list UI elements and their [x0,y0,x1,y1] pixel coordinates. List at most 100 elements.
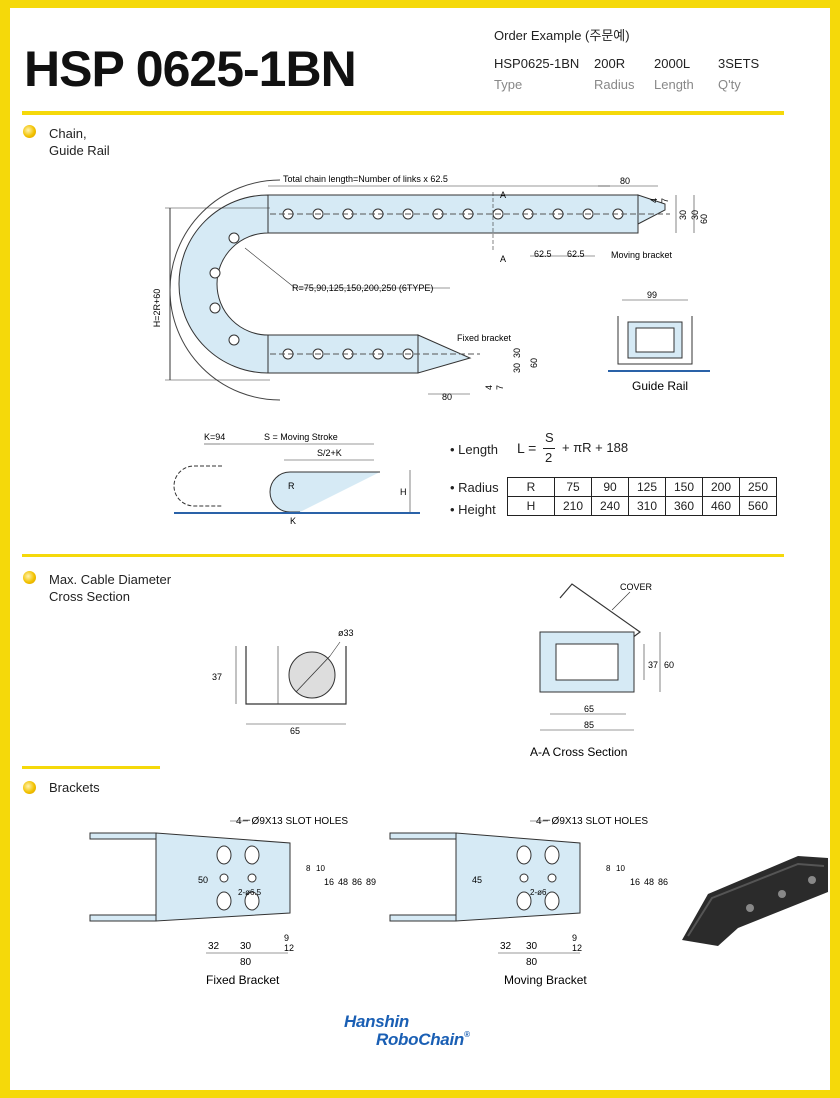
fixed-bracket-drawing: 4－Ø9X13 SLOT HOLES 50 2-ø6.5 8 10 16 48 … [89,816,376,987]
table-cell: 150 [665,477,703,497]
order-type-label: Type [494,77,523,92]
order-length-value: 2000L [654,56,691,71]
fb-holes-label: 4－Ø9X13 SLOT HOLES [236,816,348,827]
section-mark-a-bottom: A [500,254,506,264]
cs-h37: 37 [648,660,658,670]
fb-holes-small: 2-ø6.5 [238,888,262,897]
mb-d9: 9 [572,933,577,943]
section-title-chain: Chain, Guide Rail [49,126,110,158]
cable-w65: 65 [290,726,300,735]
formula-tail: + πR + 188 [562,440,629,455]
dim-4-top: 4 [649,198,659,203]
order-length-label: Length [654,77,694,92]
radius-note: R=75,90,125,150,200,250 (6TYPE) [292,283,433,293]
mb-d8: 8 [606,864,611,873]
mb-holes-small: 2-ø6 [530,888,547,897]
formula-lead: L = [517,440,537,456]
radius-label: • Radius [450,480,499,495]
fixed-bracket-note: Fixed bracket [457,333,512,343]
cs-h60: 60 [664,660,674,670]
h-label: H [400,487,407,497]
dim-80-bottom: 80 [442,392,452,402]
fb-d9: 9 [284,933,289,943]
table-cell: 200 [702,477,740,497]
guide-rail-width: 99 [647,290,657,300]
section-bullet-icon [23,571,36,584]
fb-d48: 48 [338,877,348,887]
cable-h37: 37 [212,672,222,682]
table-cell: 560 [739,496,777,516]
fraction-bar [543,448,555,449]
mb-d16: 16 [630,877,640,887]
table-cell: 240 [591,496,629,516]
cs-w65: 65 [584,704,594,714]
dim-30b-top: 30 [690,210,700,220]
cable-dia-label: ø33 [338,628,354,638]
dim-60-top: 60 [699,214,709,224]
height-formula: H=2R+60 [152,289,162,328]
stroke-drawing: K=94 S = Moving Stroke S/2+K R H K [173,432,420,526]
table-row: R 75 90 125 150 200 250 [507,477,777,497]
cross-section-label: A-A Cross Section [530,745,627,759]
total-length-note: Total chain length=Number of links x 62.… [283,174,448,184]
header-rule [22,111,784,115]
dim-30a-bottom: 30 [512,348,522,358]
pitch-dim-1: 62.5 [534,249,552,259]
product-title: HSP 0625-1BN [24,41,357,97]
fb-d8: 8 [306,864,311,873]
dim-80-top: 80 [620,176,630,186]
mb-d10: 10 [616,864,625,873]
spec-table: R 75 90 125 150 200 250 H 210 240 310 36… [507,477,777,516]
r-label: R [288,481,295,491]
guide-rail-drawing: 99 Guide Rail [608,290,710,393]
chain-photo [682,856,828,946]
fb-d30: 30 [240,941,252,952]
table-cell: 460 [702,496,740,516]
moving-bracket-drawing: 4－Ø9X13 SLOT HOLES 45 2-ø6 8 10 16 48 86… [389,816,668,987]
half-stroke-label: S/2+K [317,448,342,458]
section-bullet-icon [23,125,36,138]
order-example-heading: Order Example (주문예) [494,28,630,43]
cross-section-drawing: COVER 37 60 65 85 A-A Cross Section [530,582,674,759]
dim-4-bottom: 4 [484,385,494,390]
table-cell: 210 [554,496,592,516]
mb-holes-label: 4－Ø9X13 SLOT HOLES [536,816,648,827]
mb-d80: 80 [526,957,538,968]
cable-diameter-drawing: ø33 37 65 [212,628,354,735]
order-radius-value: 200R [594,56,626,71]
table-cell: R [507,477,555,497]
dim-7-bottom: 7 [495,385,505,390]
mb-d30: 30 [526,941,538,952]
table-cell: 360 [665,496,703,516]
formula-denominator: 2 [545,450,553,465]
section-mark-a-top: A [500,190,506,200]
fb-d86: 86 [352,877,362,887]
order-type-value: HSP0625-1BN [494,56,580,71]
brand-logo-line2: RoboChain® [376,1030,470,1049]
table-row: H 210 240 310 360 460 560 [507,496,777,516]
table-cell: 75 [554,477,592,497]
mb-d45: 45 [472,875,482,885]
dim-60-bottom: 60 [529,358,539,368]
mb-d48: 48 [644,877,654,887]
cs-w85: 85 [584,720,594,730]
section-bullet-icon [23,781,36,794]
guide-rail-label: Guide Rail [632,379,688,393]
order-qty-value: 3SETS [718,56,760,71]
k94-label: K=94 [204,432,225,442]
datasheet-page: HSP 0625-1BN Order Example (주문예) HSP0625… [10,8,830,1090]
height-label: • Height [450,502,496,517]
table-cell: 250 [739,477,777,497]
dim-30a-top: 30 [678,210,688,220]
mb-d86: 86 [658,877,668,887]
fb-d12: 12 [284,943,294,953]
order-qty-label: Q'ty [718,77,741,92]
moving-bracket-label: Moving Bracket [504,973,587,987]
brand-logo-line1: Hanshin [344,1012,409,1031]
table-cell: 90 [591,477,629,497]
moving-stroke-label: S = Moving Stroke [264,432,338,442]
table-cell: 125 [628,477,666,497]
cover-label: COVER [620,582,653,592]
table-cell: 310 [628,496,666,516]
fb-d32: 32 [208,941,220,952]
